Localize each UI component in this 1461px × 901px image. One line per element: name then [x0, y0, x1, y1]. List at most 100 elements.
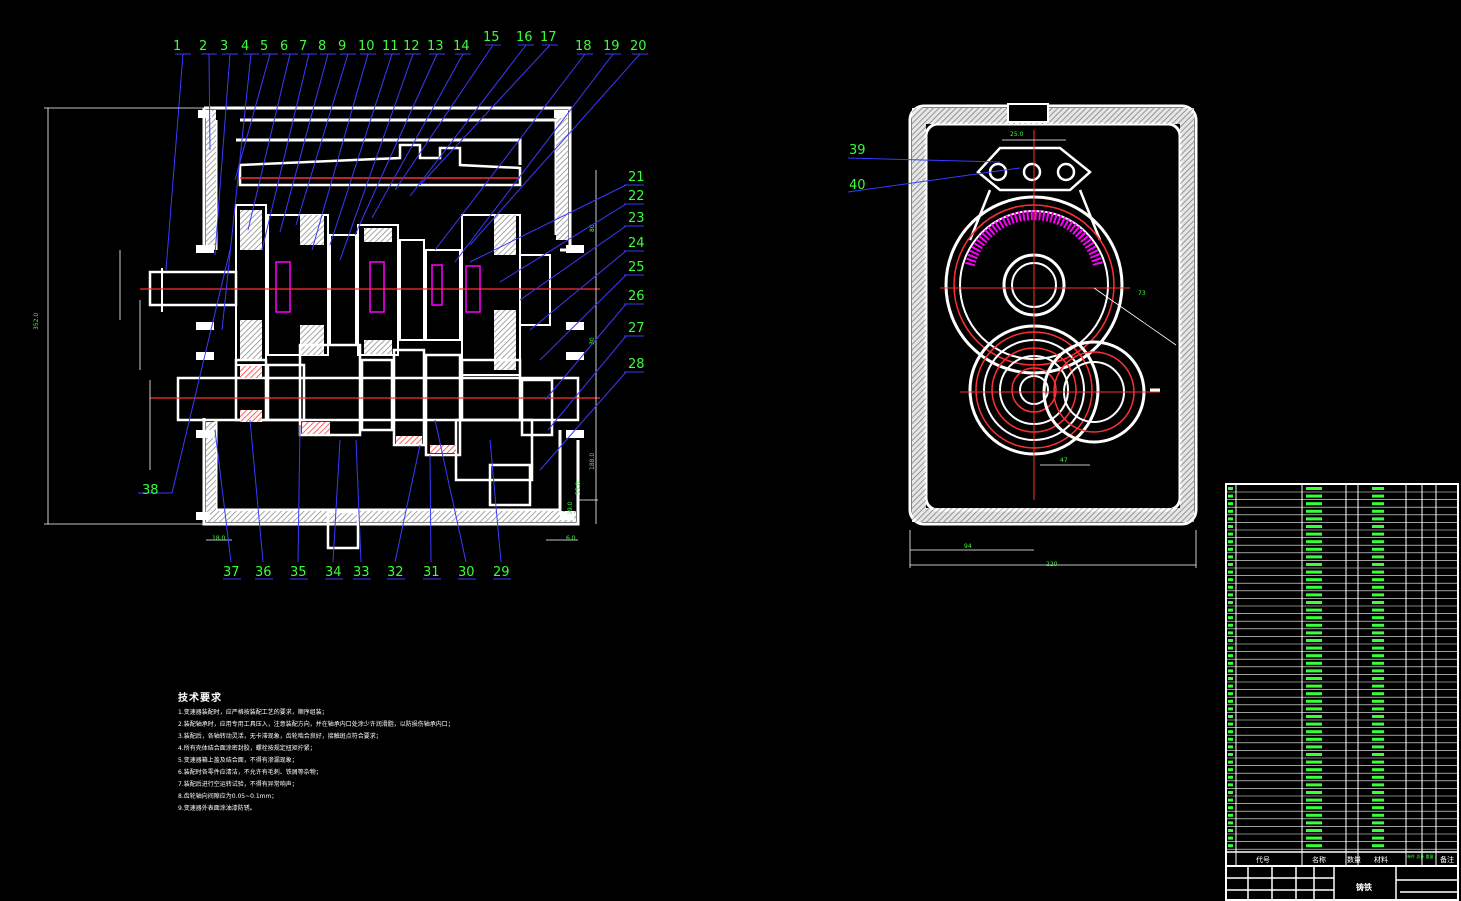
- bom-cell-index: [1228, 821, 1233, 825]
- bom-cell-name: [1306, 745, 1322, 749]
- side-view: 25.0 94 220 73 47 39 40: [847, 103, 1198, 568]
- title-block-title: 铸铁: [1356, 882, 1372, 892]
- callout-28: 28: [628, 357, 645, 372]
- bom-cell-name: [1306, 836, 1322, 840]
- dimension-lines: [44, 107, 598, 541]
- input-shaft: [148, 270, 238, 307]
- bom-cell-index: [1228, 737, 1233, 741]
- bom-cell-index: [1228, 639, 1233, 642]
- bom-cell-index: [1228, 494, 1233, 498]
- bom-cell-index: [1228, 616, 1233, 620]
- bom-cell-index: [1228, 517, 1233, 521]
- bom-cell-name: [1306, 623, 1322, 627]
- bom-header-qty: 数量: [1347, 855, 1361, 864]
- bom-cell-name: [1306, 540, 1322, 544]
- bom-cell-material: [1372, 722, 1384, 726]
- bom-cell-material: [1372, 623, 1384, 627]
- callout-10: 10: [358, 39, 375, 54]
- bom-cell-index: [1228, 775, 1233, 779]
- tech-req-line: 7.装配后进行空运转试验，不得有异常响声；: [178, 781, 298, 788]
- bom-cell-material: [1372, 798, 1384, 802]
- dim-right-3: 30: [589, 337, 596, 345]
- bom-cell-index: [1228, 532, 1233, 536]
- bom-cell-name: [1306, 768, 1322, 772]
- bom-cell-material: [1372, 540, 1384, 544]
- bom-cell-name: [1306, 669, 1322, 673]
- dim-bottom-right-2: 6.0: [566, 535, 576, 542]
- bom-cell-name: [1306, 677, 1322, 680]
- bom-cell-material: [1372, 502, 1384, 506]
- bom-cell-name: [1306, 775, 1322, 779]
- callout-36: 36: [255, 565, 272, 580]
- title-grid: [1226, 866, 1458, 900]
- tech-req-title: 技术要求: [178, 693, 222, 704]
- callout-18: 18: [575, 39, 592, 54]
- bom-cell-material: [1372, 669, 1384, 673]
- bom-cell-name: [1306, 517, 1322, 521]
- callout-23: 23: [628, 211, 645, 226]
- callout-35: 35: [290, 565, 307, 580]
- leader-line: [208, 53, 211, 151]
- callout-24: 24: [628, 236, 645, 251]
- bom-cell-index: [1228, 525, 1233, 528]
- bom-cell-index: [1228, 753, 1233, 756]
- callout-12: 12: [403, 39, 420, 54]
- callout-16: 16: [516, 30, 533, 45]
- callout-37: 37: [223, 565, 240, 580]
- bom-cell-material: [1372, 813, 1384, 817]
- bom-cell-name: [1306, 555, 1322, 559]
- bom-cell-index: [1228, 661, 1233, 665]
- bom-cell-index: [1228, 836, 1233, 840]
- callout-11: 11: [382, 39, 399, 54]
- bom-cell-name: [1306, 760, 1322, 764]
- bom-cell-index: [1228, 768, 1233, 772]
- left-wall-hatch-lower: [206, 422, 216, 522]
- bom-cell-material: [1372, 517, 1384, 521]
- callout-7: 7: [299, 39, 307, 54]
- leader-line: [539, 371, 627, 471]
- callout-20: 20: [630, 39, 647, 54]
- bom-cell-material: [1372, 555, 1384, 559]
- leader-line: [214, 429, 232, 563]
- bom-cell-name: [1306, 585, 1322, 589]
- bom-cell-index: [1228, 813, 1233, 817]
- leader-line: [221, 53, 252, 331]
- tech-req-line: 6.装配时各零件应清洁，不允许有毛刺、铁屑等杂物；: [178, 769, 322, 776]
- side-dim-bottom-left: 94: [964, 543, 972, 550]
- leader-line: [371, 53, 464, 219]
- callout-34: 34: [325, 565, 342, 580]
- bom-cell-material: [1372, 806, 1384, 810]
- callout-29: 29: [493, 565, 510, 580]
- dim-right-4: 80: [589, 224, 596, 232]
- leader-line: [469, 184, 627, 263]
- leader-line: [339, 53, 414, 261]
- side-dim-diag: 73: [1138, 290, 1146, 297]
- callout-32: 32: [387, 565, 404, 580]
- bom-cell-index: [1228, 601, 1233, 604]
- leader-line: [539, 274, 627, 361]
- side-dim-small: 47: [1060, 457, 1068, 464]
- bom-cell-index: [1228, 570, 1233, 574]
- bom-cell-material: [1372, 563, 1384, 566]
- bom-cell-name: [1306, 570, 1322, 574]
- bottom-wall-hatch: [206, 511, 576, 522]
- bom-cell-index: [1228, 699, 1233, 703]
- bom-cell-material: [1372, 783, 1384, 787]
- bom-cell-name: [1306, 684, 1322, 688]
- bom-cell-name: [1306, 593, 1322, 597]
- leader-line: [419, 44, 551, 186]
- bom-cell-index: [1228, 585, 1233, 589]
- leader-line: [355, 439, 362, 563]
- callout-14: 14: [453, 39, 470, 54]
- leader-line: [469, 53, 641, 246]
- bom-cell-name: [1306, 753, 1322, 756]
- callout-26: 26: [628, 289, 645, 304]
- callout-15: 15: [483, 30, 500, 45]
- leader-line: [354, 53, 438, 236]
- bom-cell-index: [1228, 502, 1233, 506]
- callout-5: 5: [260, 39, 268, 54]
- bom-cell-material: [1372, 753, 1384, 756]
- bom-header-name: 名称: [1312, 855, 1326, 864]
